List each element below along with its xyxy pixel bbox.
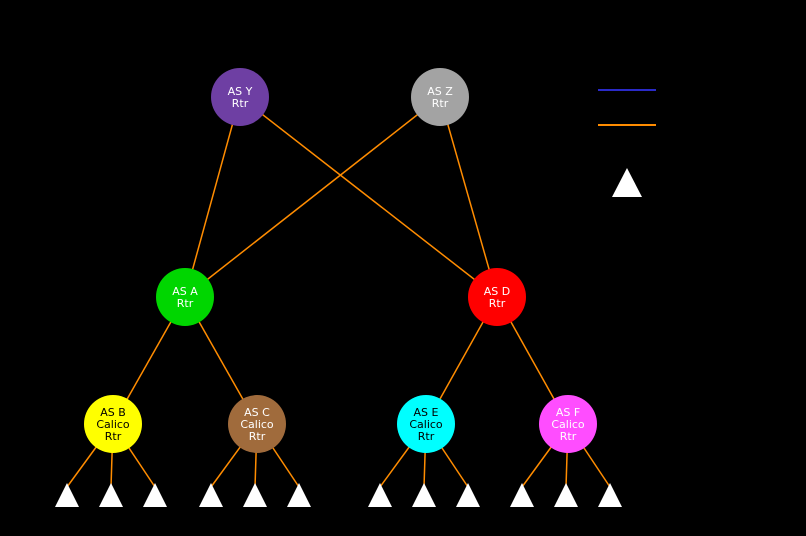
host-triangle-icon	[99, 483, 123, 507]
host-triangle-icon	[287, 483, 311, 507]
edge-as-y-as-d	[239, 96, 498, 298]
host-triangle-icon	[368, 483, 392, 507]
host-triangle-icon	[199, 483, 223, 507]
legend-triangle-icon	[612, 168, 642, 197]
node-as-d	[468, 268, 526, 326]
host-triangle-icon	[243, 483, 267, 507]
host-triangle-icon	[456, 483, 480, 507]
host-triangle-icon	[55, 483, 79, 507]
host-triangle-icon	[598, 483, 622, 507]
edge-as-z-as-d	[439, 96, 498, 298]
host-triangle-icon	[554, 483, 578, 507]
node-as-y	[211, 68, 269, 126]
edge-as-z-as-a	[184, 96, 441, 298]
node-as-b	[84, 395, 142, 453]
node-as-c	[228, 395, 286, 453]
host-triangle-icon	[143, 483, 167, 507]
host-triangle-icon	[510, 483, 534, 507]
edge-as-y-as-a	[184, 96, 241, 298]
node-as-z	[411, 68, 469, 126]
host-triangle-icon	[412, 483, 436, 507]
node-as-a	[156, 268, 214, 326]
node-as-e	[397, 395, 455, 453]
node-as-f	[539, 395, 597, 453]
